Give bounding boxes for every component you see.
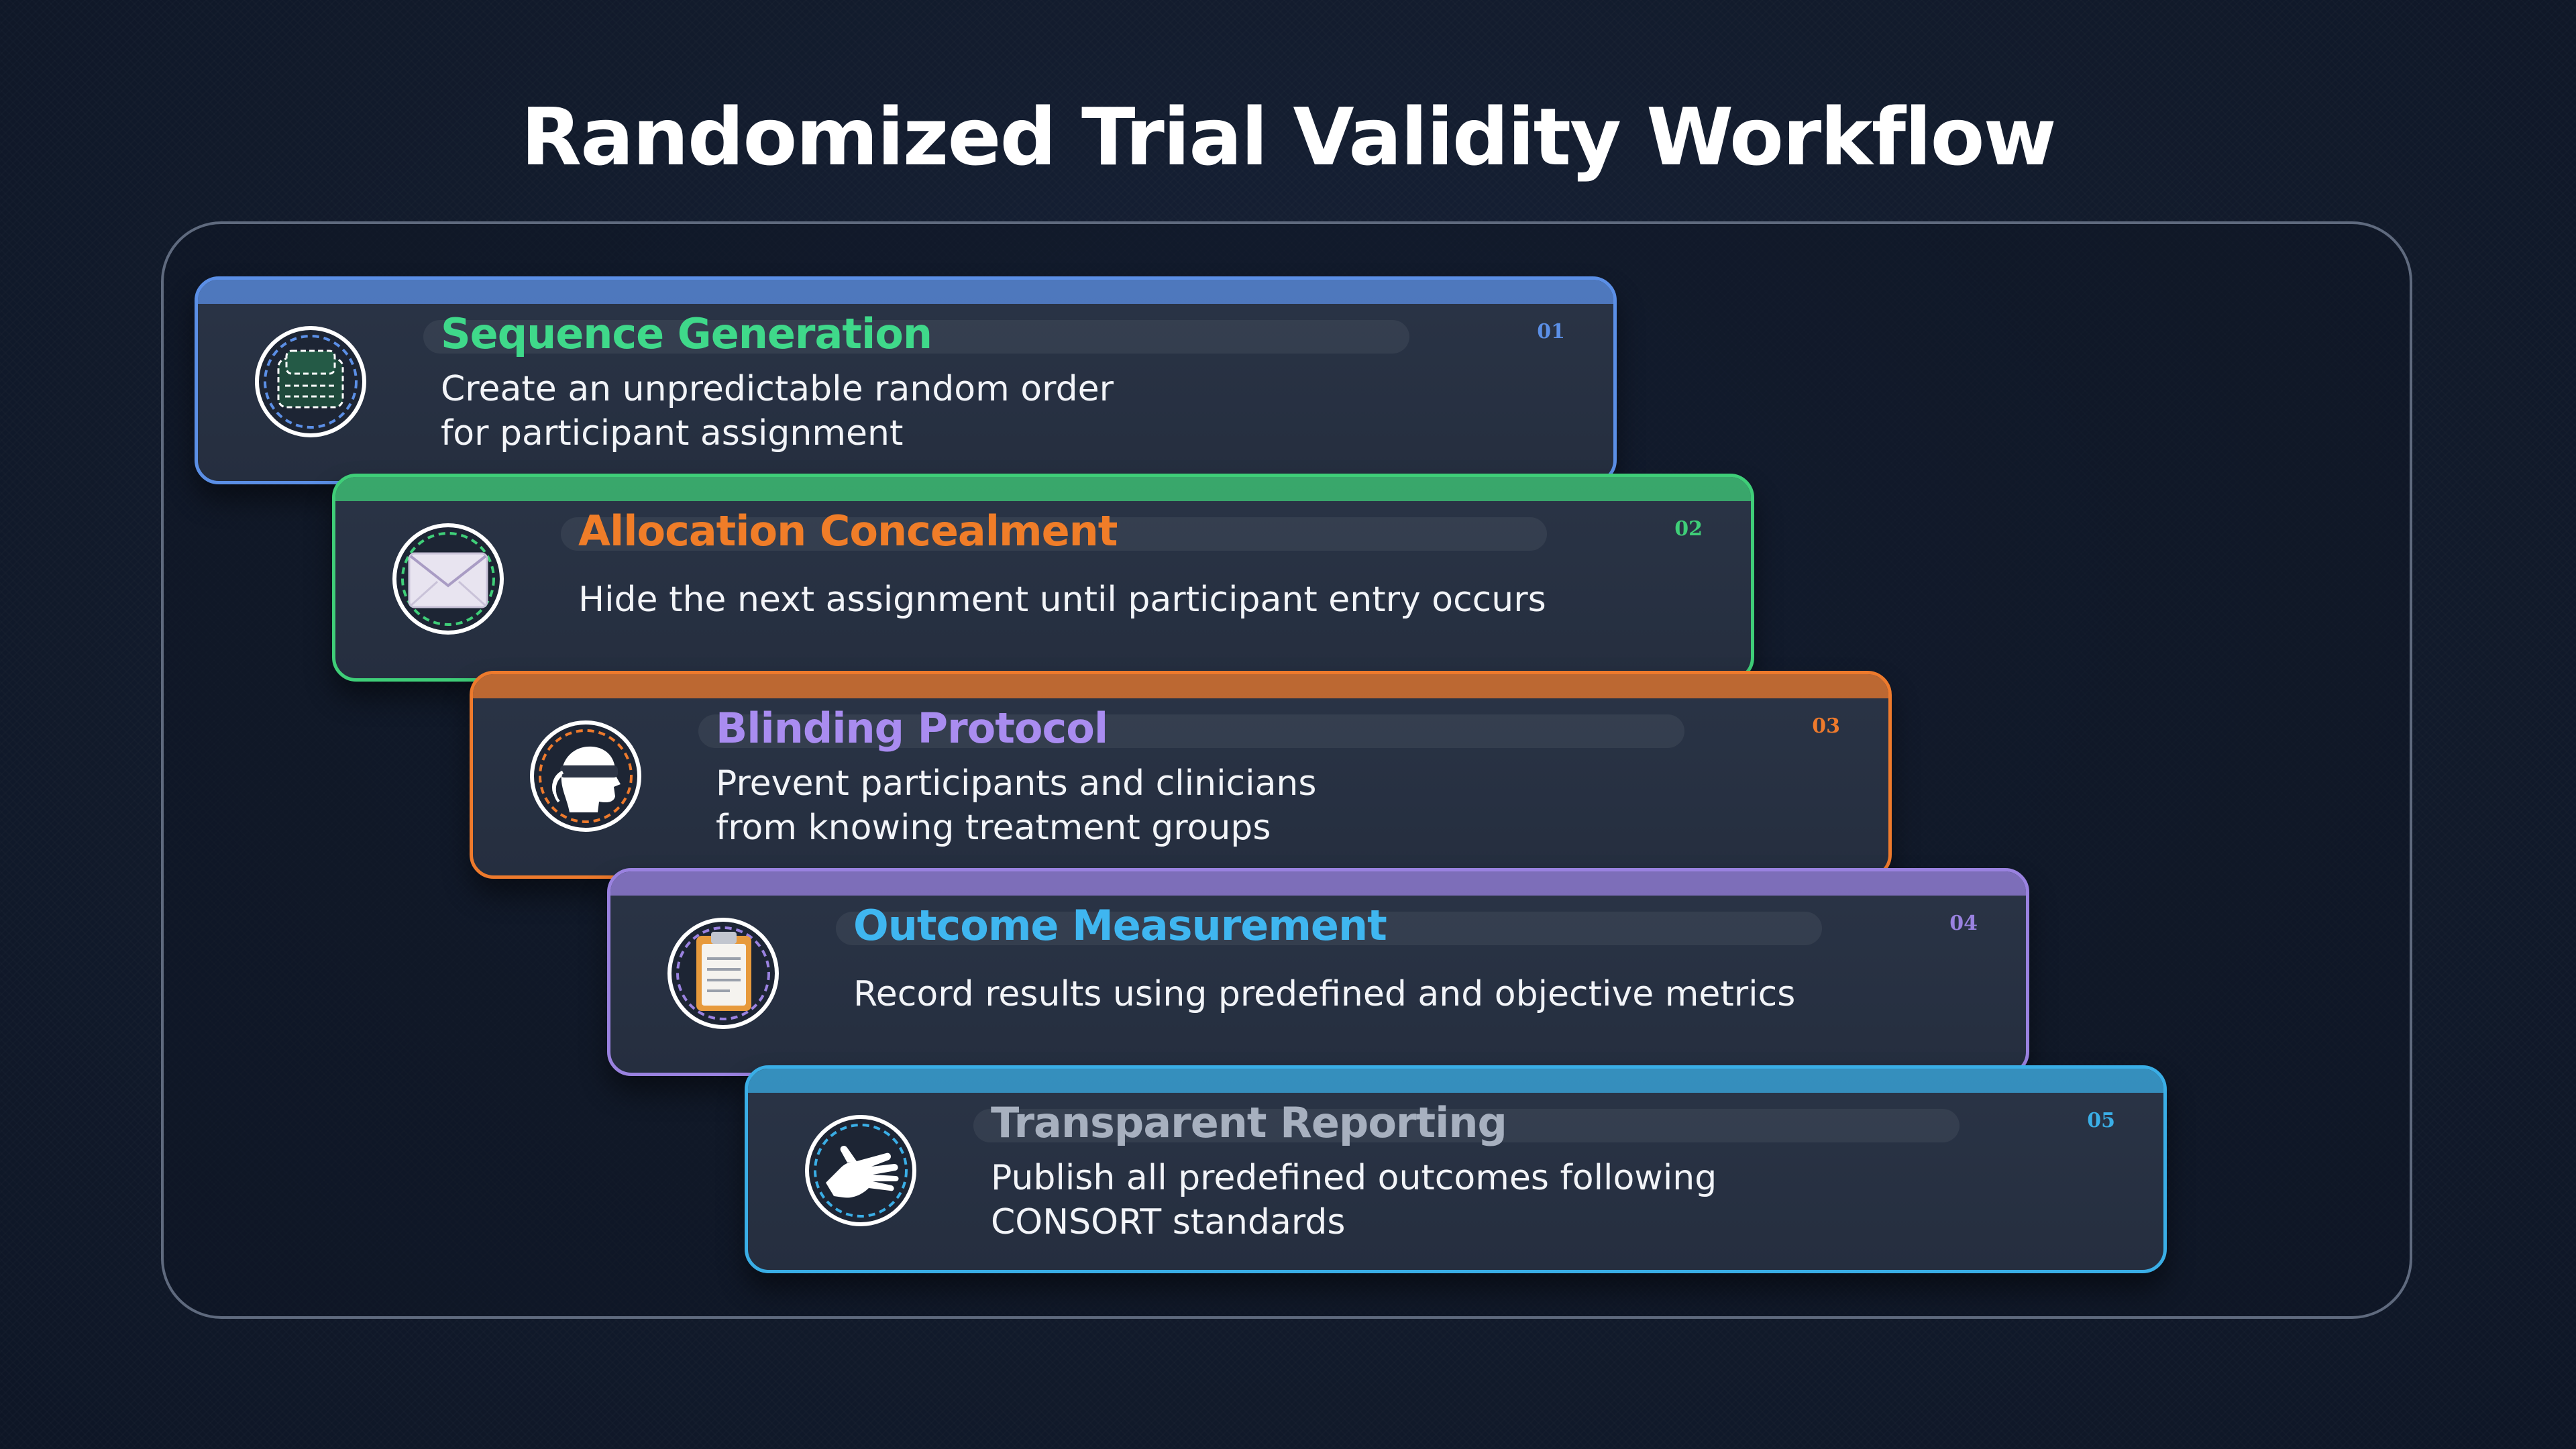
step-card-sequence-generation[interactable]: Sequence Generation Create an unpredicta… (195, 276, 1617, 484)
step-name: Sequence Generation (441, 309, 932, 358)
step-card-blinding-protocol[interactable]: Blinding Protocol Prevent participants a… (470, 671, 1892, 879)
step-description: Record results using predefined and obje… (853, 974, 1796, 1014)
step-name: Outcome Measurement (853, 901, 1387, 950)
step-number: 05 (2087, 1109, 2115, 1132)
card-top-bar (748, 1069, 2163, 1093)
step-number: 03 (1812, 714, 1840, 738)
card-top-bar (198, 280, 1613, 304)
blindfolded-head-icon (528, 718, 643, 834)
step-description: Create an unpredictable random order for… (441, 369, 1114, 453)
step-name: Transparent Reporting (991, 1098, 1507, 1147)
card-top-bar (473, 674, 1888, 698)
step-description: Prevent participants and clinicians from… (716, 763, 1317, 848)
step-number: 04 (1949, 912, 1978, 935)
sealed-envelope-icon (390, 521, 506, 637)
open-hand-icon (803, 1113, 918, 1228)
card-top-bar (610, 871, 2026, 896)
name-highlight-bar (698, 714, 1684, 748)
step-card-transparent-reporting[interactable]: Transparent Reporting Publish all predef… (745, 1065, 2167, 1273)
name-highlight-bar (423, 320, 1409, 354)
page-title: Randomized Trial Validity Workflow (521, 91, 2056, 183)
step-card-allocation-concealment[interactable]: Allocation Concealment Hide the next ass… (332, 474, 1754, 682)
step-name: Allocation Concealment (578, 506, 1118, 555)
step-number: 02 (1674, 517, 1703, 541)
card-top-bar (335, 477, 1751, 501)
step-name: Blinding Protocol (716, 704, 1108, 753)
step-number: 01 (1537, 320, 1565, 343)
name-highlight-bar (561, 517, 1547, 551)
name-highlight-bar (973, 1109, 1960, 1142)
randomizer-grid-icon (253, 324, 368, 439)
step-card-outcome-measurement[interactable]: Outcome Measurement Record results using… (607, 868, 2029, 1076)
step-description: Hide the next assignment until participa… (578, 580, 1546, 620)
name-highlight-bar (836, 912, 1822, 945)
clipboard-icon (665, 916, 781, 1031)
step-description: Publish all predefined outcomes followin… (991, 1158, 1717, 1242)
